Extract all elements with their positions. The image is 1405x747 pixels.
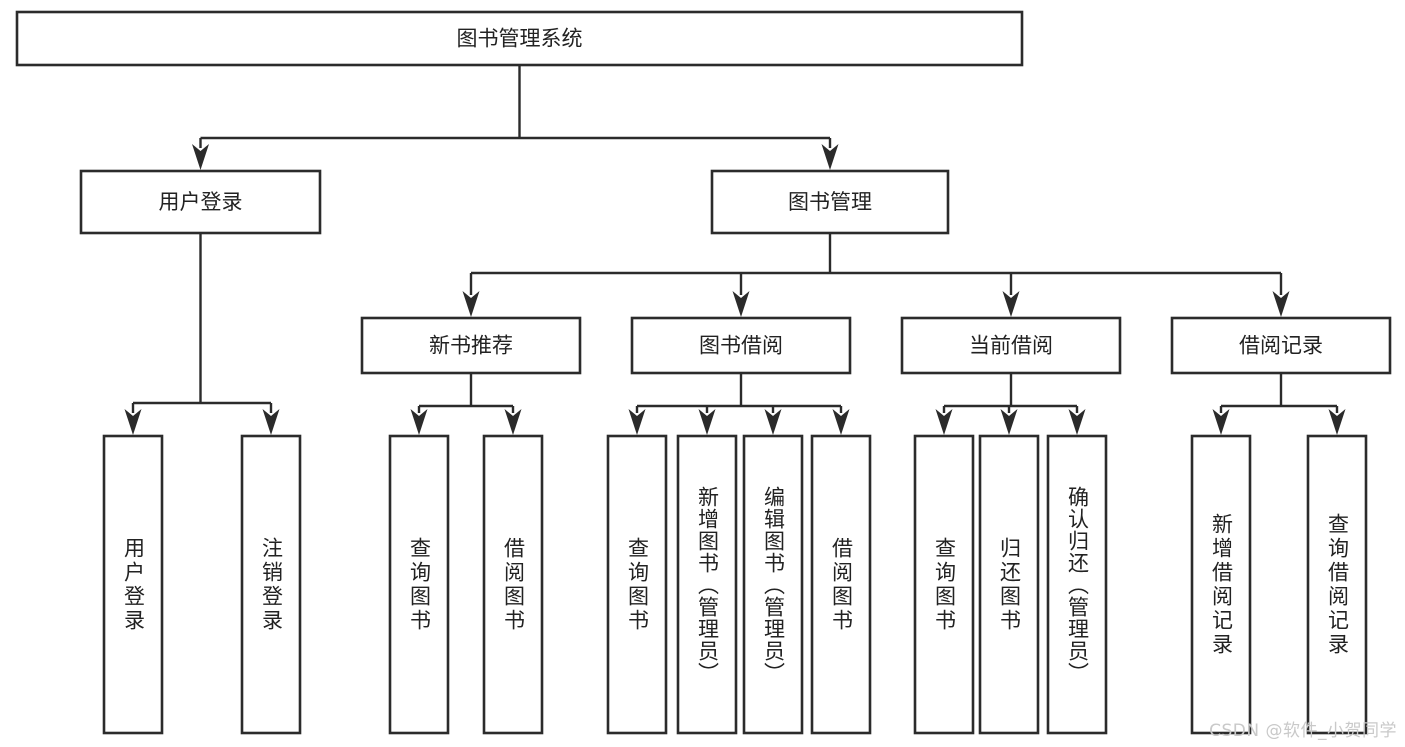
node-borrow[interactable]: 图书借阅	[630, 316, 852, 375]
node-leaf-rec-query[interactable]	[1306, 434, 1368, 735]
node-box-bookmgmt[interactable]	[710, 169, 950, 235]
node-box-leaf-nb-borrow[interactable]	[482, 434, 544, 735]
node-box-leaf-bw-add[interactable]	[676, 434, 738, 735]
connector-group-bookmgmt	[462, 233, 1290, 317]
node-leaf-bw-query[interactable]	[606, 434, 668, 735]
node-label-root: 图书管理系统	[457, 27, 583, 51]
node-leaf-cur-return[interactable]	[978, 434, 1040, 735]
node-box-leaf-nb-query[interactable]	[388, 434, 450, 735]
node-leaf-user-login[interactable]	[102, 434, 164, 735]
node-records[interactable]: 借阅记录	[1170, 316, 1392, 375]
node-box-leaf-cur-confirm[interactable]	[1046, 434, 1108, 735]
node-box-root[interactable]	[15, 10, 1024, 67]
node-newbook[interactable]: 新书推荐	[360, 316, 582, 375]
node-box-leaf-rec-add[interactable]	[1190, 434, 1252, 735]
node-label-records: 借阅记录	[1239, 334, 1323, 358]
connector-group-borrow	[628, 373, 850, 435]
node-login[interactable]: 用户登录	[79, 169, 322, 235]
node-label-login: 用户登录	[159, 190, 243, 214]
node-box-leaf-cur-query[interactable]	[913, 434, 975, 735]
node-box-leaf-cur-return[interactable]	[978, 434, 1040, 735]
node-box-newbook[interactable]	[360, 316, 582, 375]
node-leaf-nb-query[interactable]	[388, 434, 450, 735]
node-box-leaf-bw-edit[interactable]	[742, 434, 804, 735]
node-label-newbook: 新书推荐	[429, 334, 513, 358]
node-root[interactable]: 图书管理系统	[15, 10, 1024, 67]
connector-group-login	[124, 233, 280, 435]
node-leaf-nb-borrow[interactable]	[482, 434, 544, 735]
node-leaf-rec-add[interactable]	[1190, 434, 1252, 735]
node-box-borrow[interactable]	[630, 316, 852, 375]
node-leaf-cur-query[interactable]	[913, 434, 975, 735]
connector-group-newbook	[410, 373, 522, 435]
node-current[interactable]: 当前借阅	[900, 316, 1122, 375]
connector-group-root	[192, 65, 839, 170]
node-leaf-bw-edit[interactable]	[742, 434, 804, 735]
connector-group-records	[1212, 373, 1346, 435]
node-label-borrow: 图书借阅	[699, 334, 783, 358]
node-box-leaf-user-logout[interactable]	[240, 434, 302, 735]
node-label-bookmgmt: 图书管理	[788, 190, 872, 214]
csdn-watermark: CSDN @软件_小贺同学	[1209, 721, 1397, 741]
node-box-current[interactable]	[900, 316, 1122, 375]
node-leaf-bw-add[interactable]	[676, 434, 738, 735]
node-label-current: 当前借阅	[969, 334, 1053, 358]
node-box-leaf-user-login[interactable]	[102, 434, 164, 735]
node-box-leaf-bw-query[interactable]	[606, 434, 668, 735]
node-box-records[interactable]	[1170, 316, 1392, 375]
node-box-leaf-rec-query[interactable]	[1306, 434, 1368, 735]
node-leaf-user-logout[interactable]	[240, 434, 302, 735]
node-leaf-cur-confirm[interactable]	[1046, 434, 1108, 735]
node-bookmgmt[interactable]: 图书管理	[710, 169, 950, 235]
node-leaf-bw-borrow[interactable]	[810, 434, 872, 735]
node-box-leaf-bw-borrow[interactable]	[810, 434, 872, 735]
connector-group-current	[935, 373, 1086, 435]
node-box-login[interactable]	[79, 169, 322, 235]
